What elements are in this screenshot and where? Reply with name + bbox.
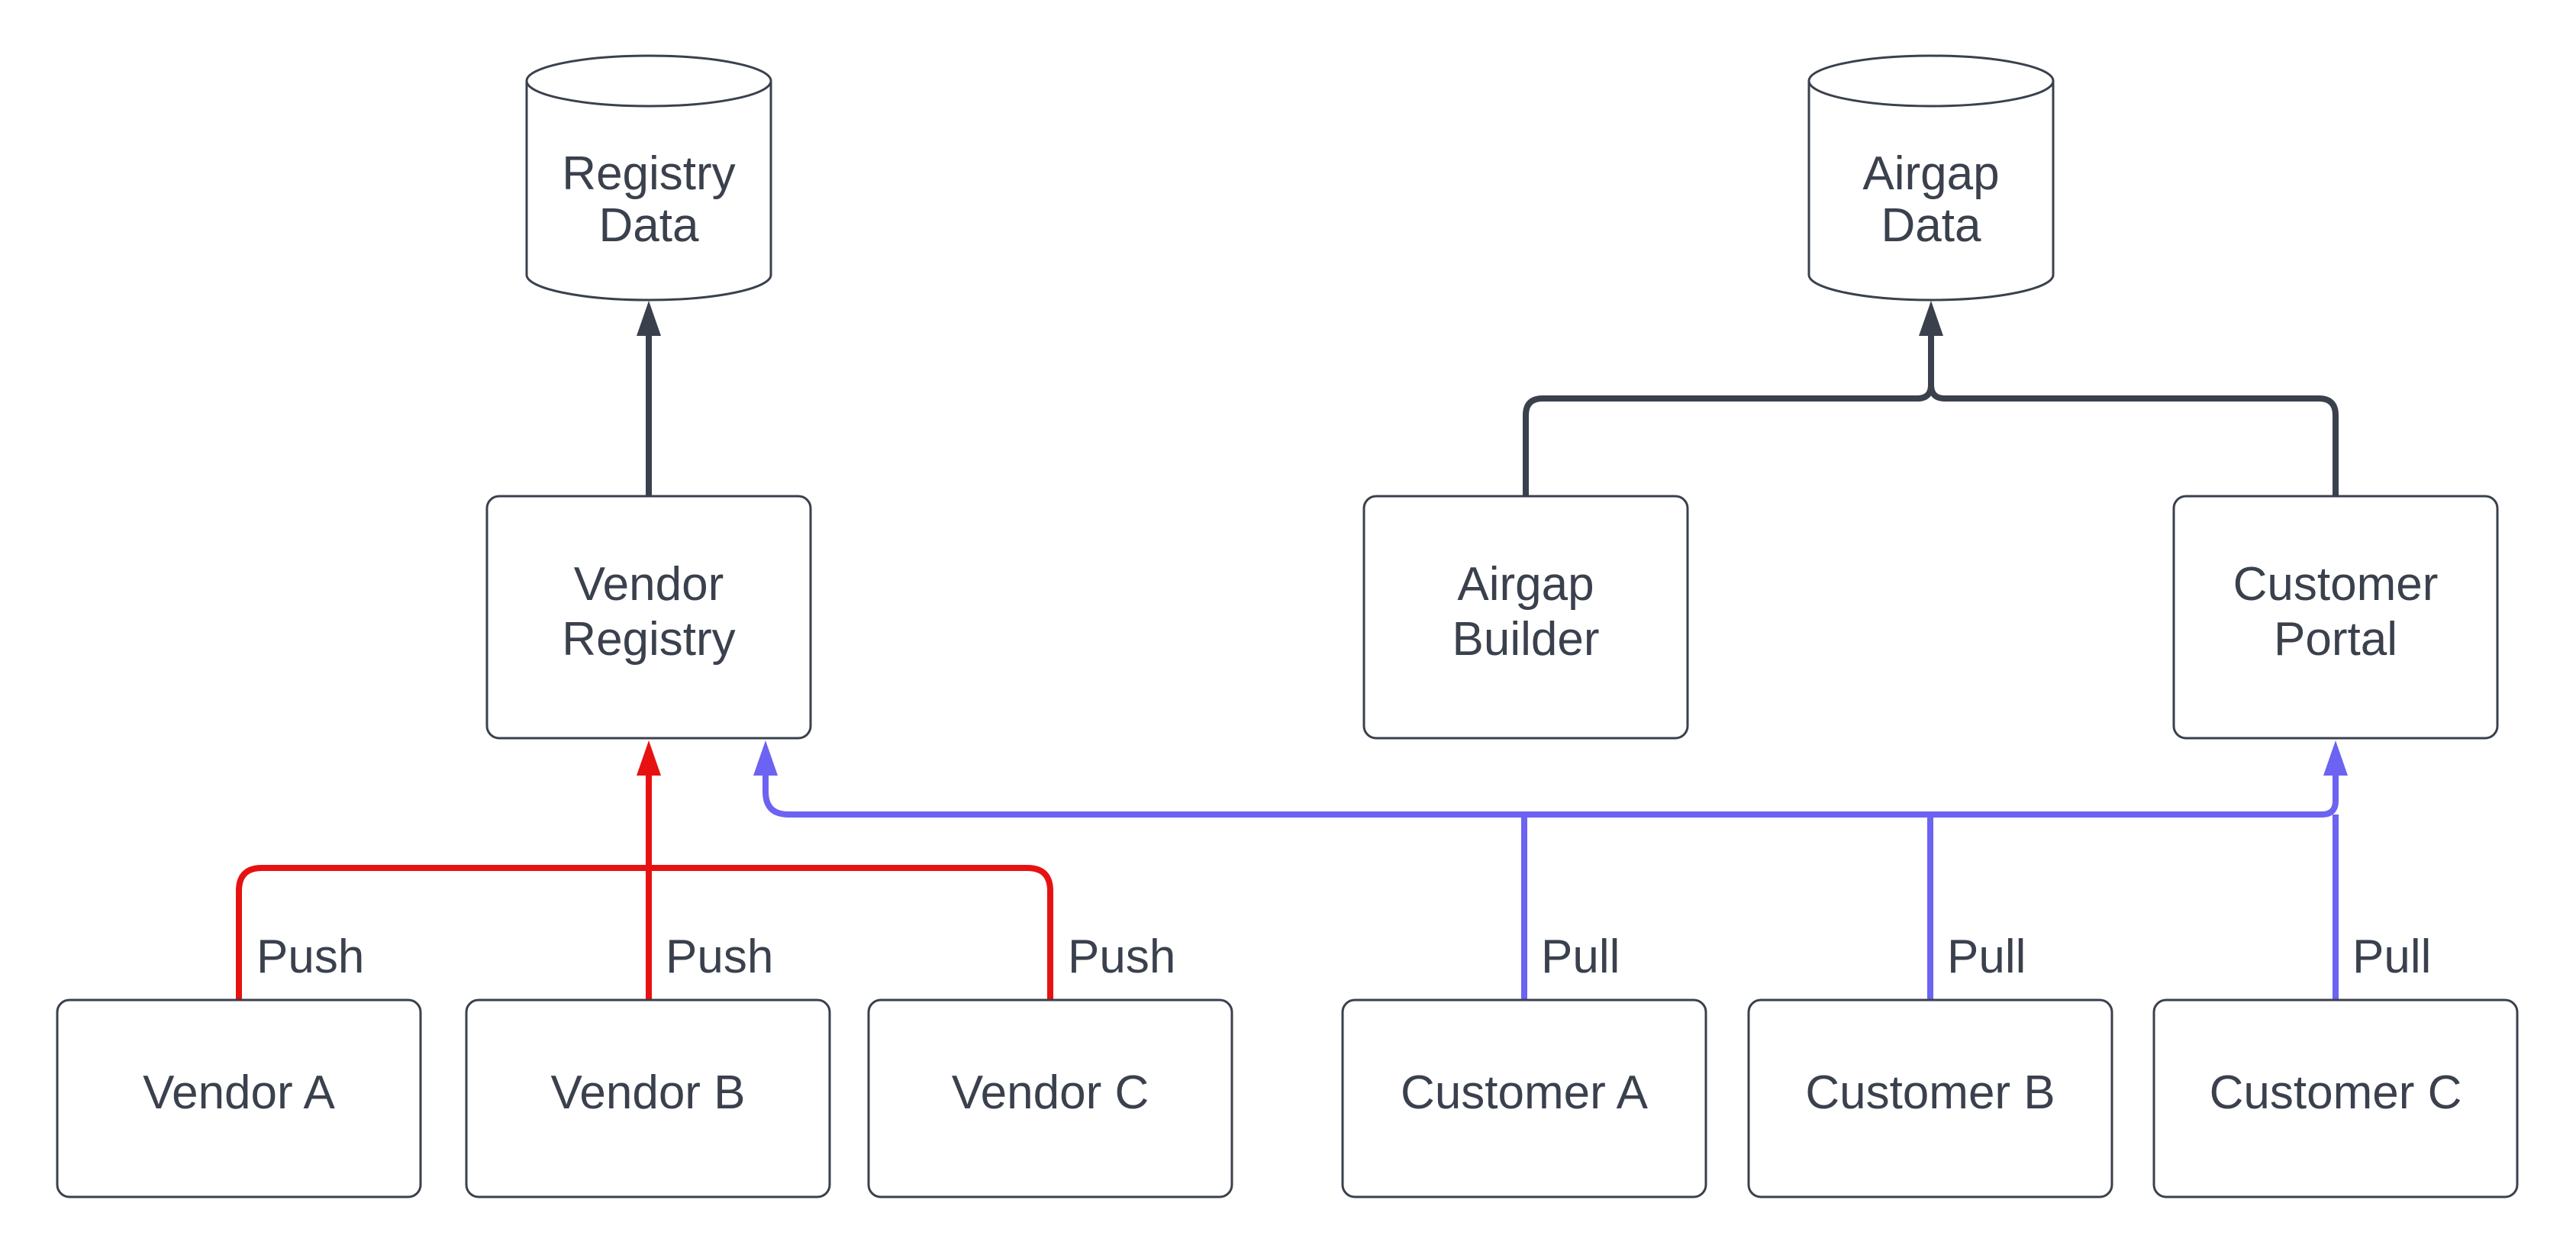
node-shapes — [56, 54, 2519, 1198]
arrowhead-push-into-vendor-registry — [637, 740, 661, 776]
node-airgap-data — [1807, 54, 2055, 302]
node-customer-a — [1341, 998, 1707, 1198]
label-customer-c: Customer C — [2210, 1066, 2462, 1119]
node-labels: Registry Data Airgap Data Vendor Registr… — [143, 147, 2462, 1119]
cylinder-body — [1807, 81, 2055, 302]
edge-label-push-vendor-a: Push — [256, 931, 364, 983]
label-airgap-builder-line1: Airgap — [1457, 558, 1594, 611]
label-vendor-b: Vendor B — [550, 1066, 745, 1119]
dark-arrowheads — [637, 301, 1943, 336]
label-customer-a: Customer A — [1401, 1066, 1649, 1119]
dark-edges — [646, 334, 2339, 496]
label-customer-portal-line2: Portal — [2274, 613, 2397, 666]
cylinder-top — [525, 54, 772, 108]
label-customer-b: Customer B — [1805, 1066, 2055, 1119]
label-vendor-registry-line2: Registry — [562, 613, 735, 666]
label-customer-portal-line1: Customer — [2233, 558, 2439, 611]
node-vendor-registry — [485, 495, 812, 740]
pull-arrowheads — [753, 740, 2348, 776]
node-customer-portal — [2172, 495, 2499, 740]
label-vendor-a: Vendor A — [143, 1066, 335, 1119]
edge-label-push-vendor-b: Push — [666, 931, 773, 983]
label-airgap-builder-line2: Builder — [1452, 613, 1600, 666]
arrowhead-into-registry-data — [637, 301, 661, 336]
edge-pull-bus — [762, 771, 2339, 818]
edge-airgap-builder-to-airgap-data — [1523, 334, 1934, 496]
label-vendor-c: Vendor C — [952, 1066, 1149, 1119]
cylinder-body — [525, 81, 772, 302]
label-vendor-registry-line1: Vendor — [574, 558, 724, 611]
arrowhead-into-airgap-data — [1919, 301, 1943, 336]
node-vendor-b — [465, 998, 831, 1198]
arrowhead-pull-into-vendor-registry — [753, 740, 778, 776]
label-registry-data-line1: Registry — [562, 147, 735, 200]
node-airgap-builder — [1362, 495, 1689, 740]
edge-label-pull-customer-a: Pull — [1541, 931, 1620, 983]
node-vendor-c — [867, 998, 1233, 1198]
node-vendor-a — [56, 998, 422, 1198]
edge-push-bus — [236, 865, 1053, 1000]
label-airgap-data-line1: Airgap — [1862, 147, 1999, 200]
label-registry-data-line2: Data — [599, 199, 699, 252]
edge-label-push-vendor-c: Push — [1068, 931, 1175, 983]
node-customer-c — [2152, 998, 2519, 1198]
label-airgap-data-line2: Data — [1881, 199, 1981, 252]
node-customer-b — [1747, 998, 2113, 1198]
arrowhead-pull-into-customer-portal — [2323, 740, 2348, 776]
edge-labels: Push Push Push Pull Pull Pull — [256, 931, 2431, 983]
push-arrowheads — [637, 740, 661, 776]
pull-edges — [762, 771, 2339, 1000]
push-edges — [236, 771, 1053, 1000]
node-registry-data — [525, 54, 772, 302]
edge-label-pull-customer-b: Pull — [1947, 931, 2026, 983]
cylinder-top — [1807, 54, 2055, 108]
edge-label-pull-customer-c: Pull — [2352, 931, 2431, 983]
edge-customer-portal-to-airgap-data — [1928, 384, 2339, 496]
